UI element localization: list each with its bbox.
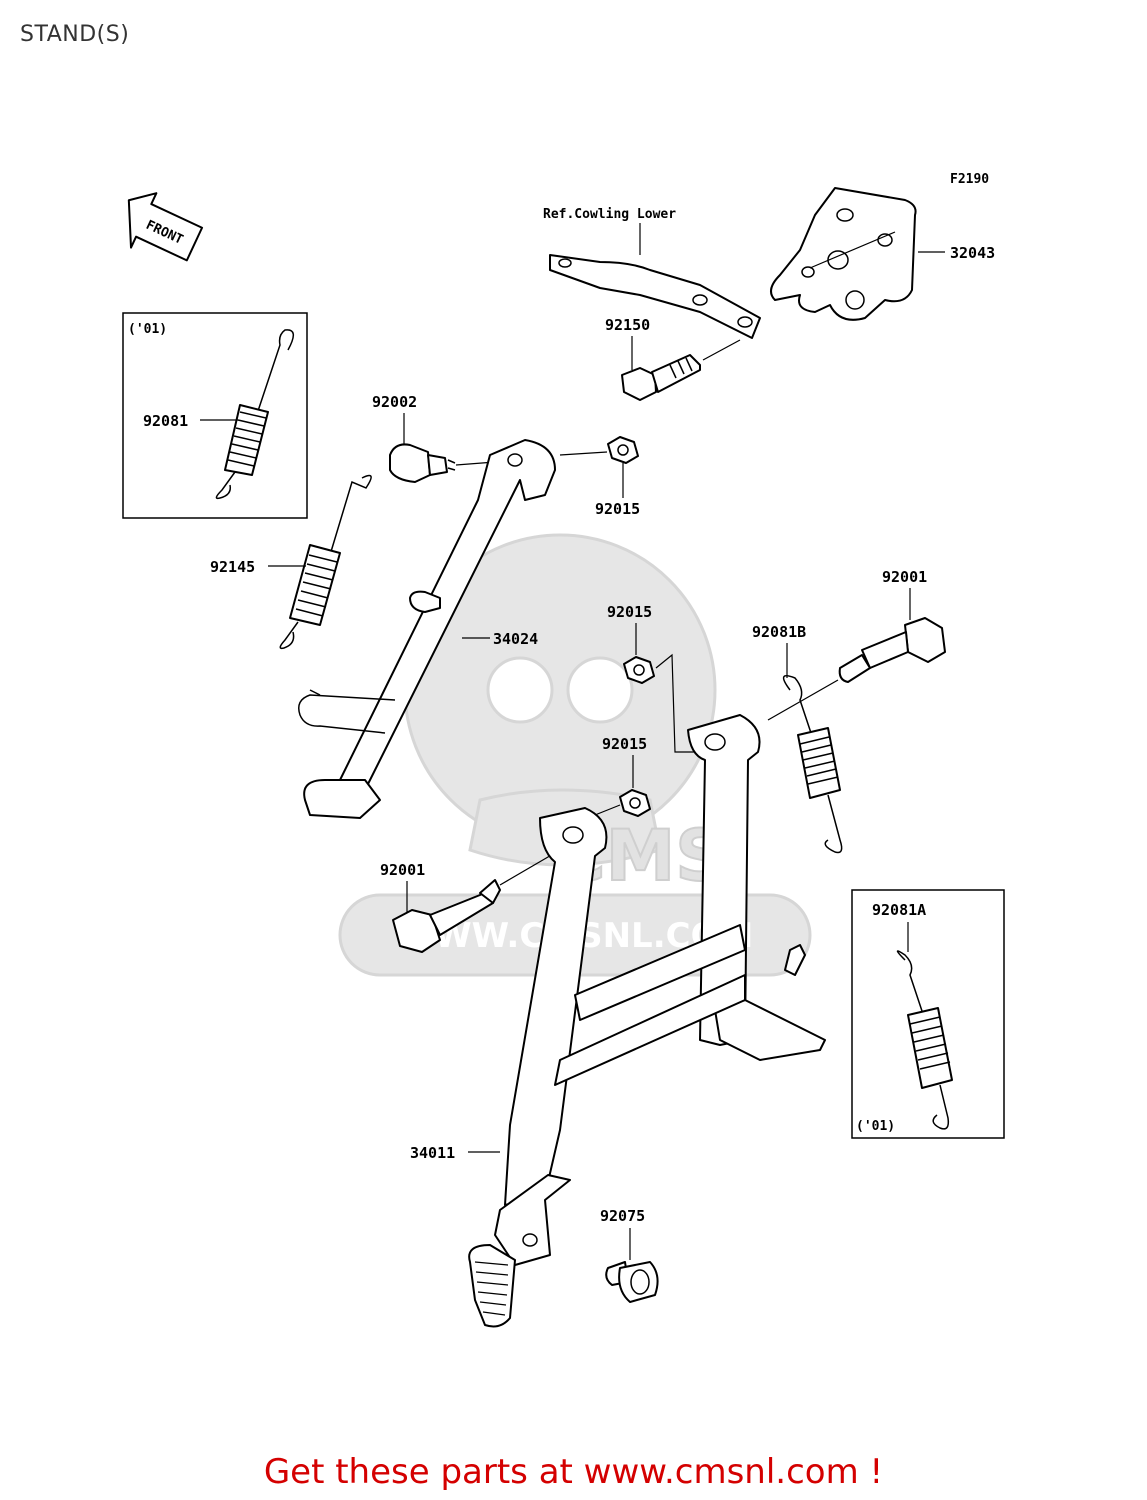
- leader-bracket-line: [655, 653, 708, 753]
- part-label: 92001: [380, 861, 425, 879]
- part-92145-spring: [279, 474, 372, 650]
- part-label: 92075: [600, 1207, 645, 1225]
- part-label: 32043: [950, 244, 995, 262]
- part-92081B-spring: [782, 675, 843, 854]
- part-label: 92081B: [752, 623, 806, 641]
- part-92015-nut: [623, 656, 655, 684]
- part-label: 92145: [210, 558, 255, 576]
- part-label: 34011: [410, 1144, 455, 1162]
- part-34024-side-stand: [298, 439, 556, 819]
- front-arrow-icon: FRONT: [127, 192, 204, 262]
- cowling-stay-bracket: [549, 254, 761, 339]
- part-label: 92002: [372, 393, 417, 411]
- part-92081A-spring: [896, 950, 953, 1130]
- inset-box-92081A: [851, 889, 1005, 1139]
- part-label: 92001: [882, 568, 927, 586]
- reference-note: Ref.Cowling Lower: [543, 207, 676, 222]
- inset-box-92081: [122, 312, 308, 519]
- part-label: 92015: [602, 735, 647, 753]
- parts-diagram: WWW.CMSNL.COM CMS F2190 FRONT Ref.Cowlin…: [122, 172, 1005, 1328]
- part-92002-bolt: [389, 443, 496, 483]
- part-92015-nut: [559, 436, 639, 464]
- part-label: 92081A: [872, 901, 926, 919]
- inset-year-label: ('01): [856, 1119, 895, 1134]
- part-label: 92081: [143, 412, 188, 430]
- part-label: 34024: [493, 630, 538, 648]
- part-32043-bracket: [770, 187, 917, 321]
- inset-year-label: ('01): [128, 322, 167, 337]
- part-label: 92150: [605, 316, 650, 334]
- promo-link[interactable]: Get these parts at www.cmsnl.com !: [263, 1452, 884, 1492]
- part-label: 92015: [607, 603, 652, 621]
- part-92015-nut: [594, 789, 651, 817]
- watermark-mascot-eye: [566, 656, 634, 724]
- part-92081-spring: [215, 329, 294, 500]
- part-92075-stopper: [605, 1261, 659, 1303]
- page-title: STAND(S): [20, 22, 130, 47]
- part-label: 92015: [595, 500, 640, 518]
- part-34011-main-stand: [468, 714, 826, 1328]
- figure-code: F2190: [950, 172, 989, 187]
- part-92001-bolt: [767, 617, 946, 721]
- watermark-mascot-eye: [486, 656, 554, 724]
- part-92001-bolt: [392, 849, 561, 953]
- part-92150-bolt: [621, 339, 741, 401]
